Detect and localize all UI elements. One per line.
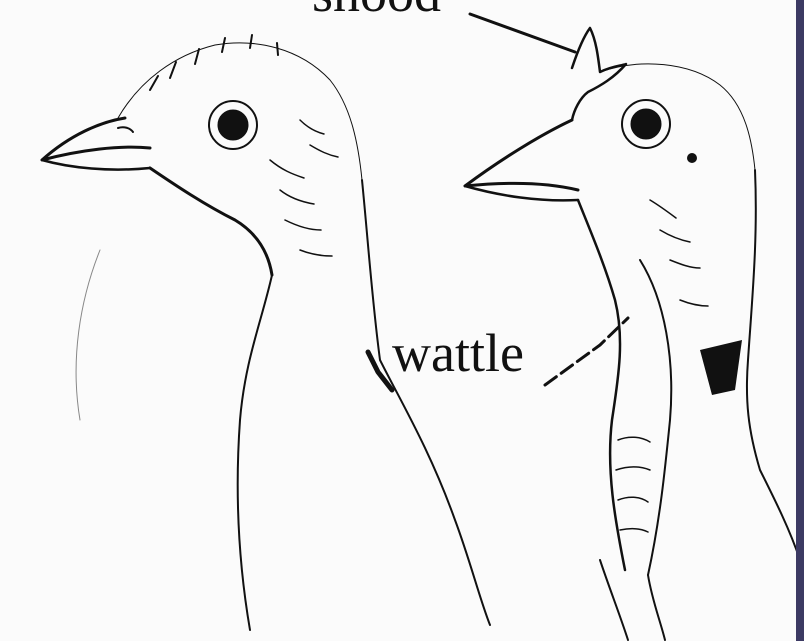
edge-bar xyxy=(796,0,804,641)
snood-leader-line xyxy=(470,14,575,52)
snood-label: snood xyxy=(312,0,441,20)
wattle-label: wattle xyxy=(392,326,524,380)
wattle-leader-line xyxy=(545,318,628,385)
